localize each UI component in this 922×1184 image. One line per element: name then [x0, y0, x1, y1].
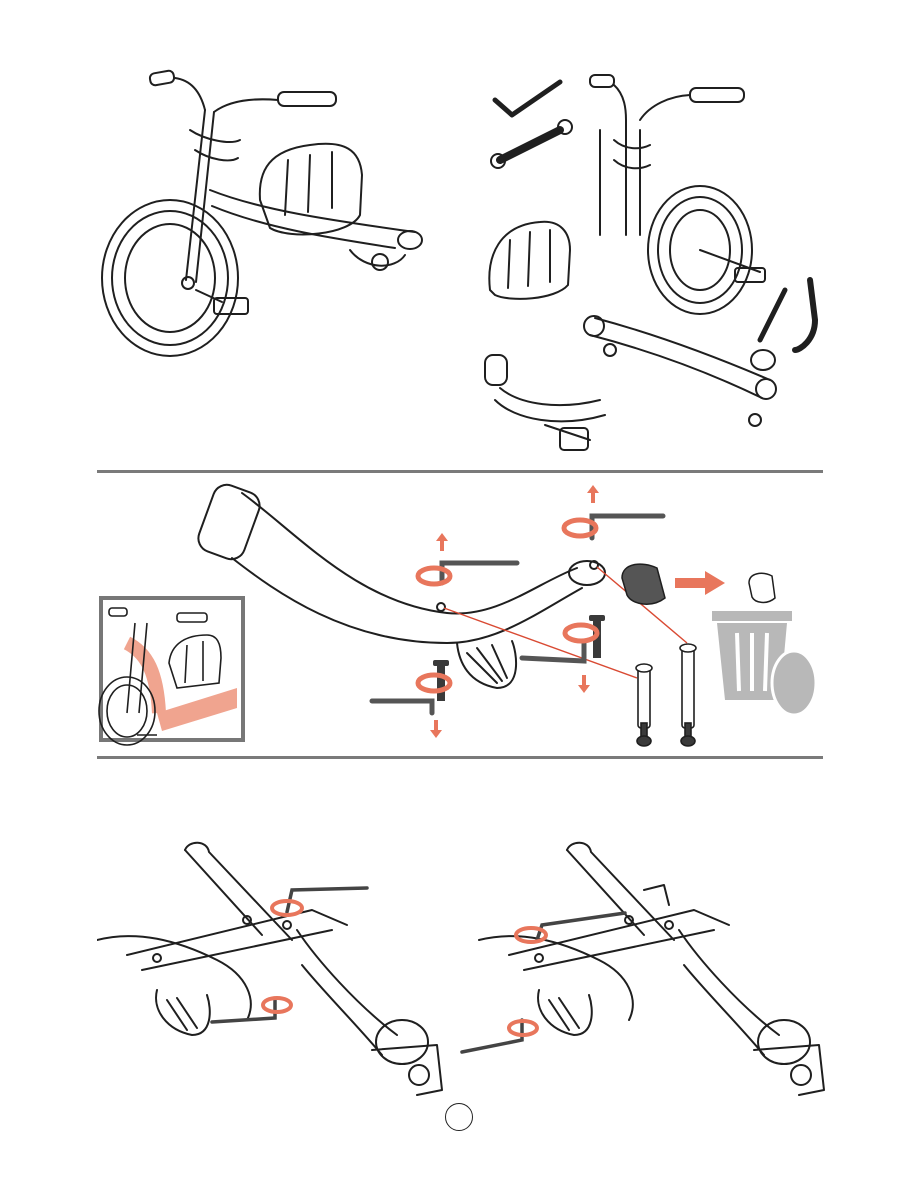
inset-thumbnail	[99, 598, 243, 745]
rotate-arrow-icon	[418, 675, 450, 691]
parts-layout	[485, 75, 815, 450]
page-number	[446, 1104, 472, 1130]
down-arrow-icon	[430, 720, 442, 738]
wrench-icon	[500, 130, 560, 160]
allen-key-icon	[372, 701, 432, 713]
bolt-icon	[641, 723, 647, 737]
bolt-icon	[685, 723, 691, 737]
allen-key-icon	[522, 643, 584, 661]
end-cap-replace	[622, 564, 775, 604]
overview-illustration	[0, 0, 922, 470]
tighten-illustration	[97, 830, 827, 1100]
rotate-arrow-icon	[418, 568, 450, 584]
allen-key-icon	[592, 516, 663, 538]
assembled-trike	[102, 70, 422, 356]
section-divider-bottom	[97, 756, 823, 759]
disassembly-illustration	[97, 473, 823, 756]
pin-icon	[638, 668, 650, 728]
hardware	[636, 644, 696, 746]
tighten-view-left	[97, 843, 442, 1095]
tighten-step-section	[97, 830, 827, 1100]
end-cap-icon	[749, 573, 775, 602]
bolt-icons	[433, 615, 605, 701]
rotate-arrow-icon	[263, 998, 291, 1012]
allen-key-icon	[287, 888, 367, 912]
bolt-icon	[437, 663, 445, 701]
end-cap-icon	[622, 564, 665, 604]
up-arrow-icon	[436, 533, 448, 551]
pin-icon	[682, 648, 694, 728]
allen-key-icon	[495, 82, 560, 115]
allen-key-icon	[537, 913, 625, 940]
rotate-arrow-icon	[565, 625, 597, 641]
page-number-badge	[445, 1103, 473, 1131]
disassembly-step-section	[97, 473, 823, 756]
allen-key-icon	[442, 563, 517, 583]
overview-section	[0, 0, 922, 470]
down-arrow-icon	[578, 675, 590, 693]
up-arrow-icon	[587, 485, 599, 503]
right-arrow-icon	[675, 571, 725, 595]
trash-can-icon	[712, 611, 816, 715]
tighten-view-right	[479, 843, 824, 1095]
rotate-arrow-icon	[516, 928, 546, 942]
